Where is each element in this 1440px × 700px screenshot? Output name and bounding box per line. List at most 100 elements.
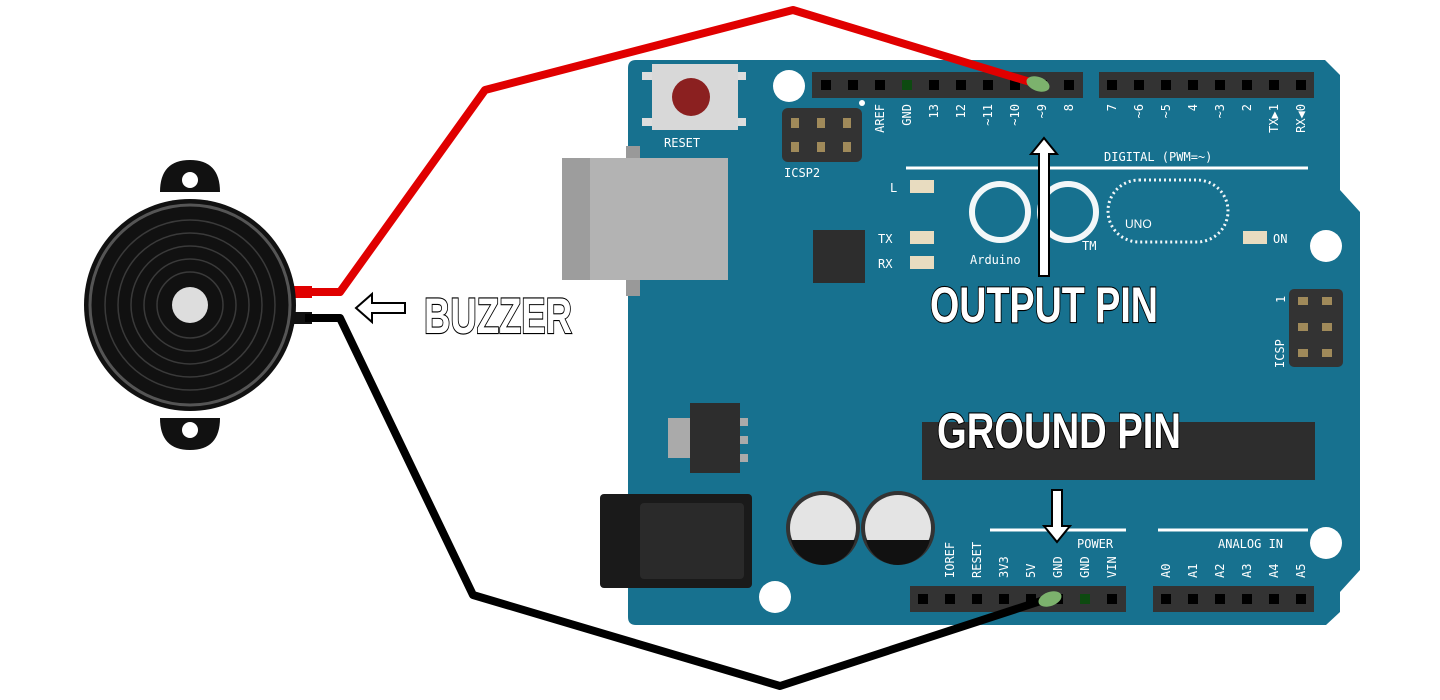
icsp-label: ICSP	[1273, 339, 1287, 368]
header-pin	[1269, 80, 1279, 90]
output-pin-annotation: OUTPUT PIN	[929, 136, 1159, 334]
header-pin	[821, 80, 831, 90]
pin-label: VIN	[1105, 556, 1119, 578]
header-pin	[1107, 594, 1117, 604]
ground-pin-label: GROUND PIN	[937, 403, 1181, 459]
analog-header	[1153, 586, 1314, 612]
power-label: POWER	[1077, 537, 1114, 551]
usb-chip	[813, 230, 865, 283]
mounting-hole	[1310, 527, 1342, 559]
header-pin	[929, 80, 939, 90]
pin-label: RX◀0	[1294, 104, 1308, 133]
header-pin	[945, 594, 955, 604]
ground-pin-annotation: GROUND PIN	[936, 402, 1182, 544]
buzzer-label: BUZZER	[424, 288, 572, 344]
voltage-regulator	[668, 403, 748, 473]
pin-label: 5V	[1024, 564, 1038, 578]
pin-label: A3	[1240, 564, 1254, 578]
pin-label: AREF	[873, 104, 887, 133]
signal-wire	[305, 6, 1042, 296]
output-pin-label: OUTPUT PIN	[930, 277, 1158, 333]
header-pin	[1161, 80, 1171, 90]
digital-header-b	[1099, 72, 1314, 98]
led-on: ON	[1243, 231, 1287, 246]
header-pin	[1242, 594, 1252, 604]
digital-label: DIGITAL (PWM=~)	[1104, 150, 1212, 164]
pin-label: 7	[1105, 104, 1119, 111]
header-pin	[1080, 594, 1090, 604]
board-pcb	[628, 60, 1360, 625]
header-pin	[983, 80, 993, 90]
buzzer-annotation: BUZZER	[354, 287, 573, 345]
header-pin	[1215, 80, 1225, 90]
reset-label: RESET	[664, 136, 700, 150]
analog-label: ANALOG IN	[1218, 537, 1283, 551]
pin-label: A1	[1186, 564, 1200, 578]
led-tx: TX	[878, 231, 934, 246]
mounting-hole	[759, 581, 791, 613]
icsp2-header: ICSP2	[782, 100, 865, 180]
usb-connector	[562, 146, 728, 296]
power-jack	[600, 494, 752, 588]
pin-label: A4	[1267, 564, 1281, 578]
pin-label: 13	[927, 104, 941, 118]
header-pin	[902, 80, 912, 90]
reset-button: RESET	[642, 64, 746, 150]
header-pin	[1296, 594, 1306, 604]
header-pin	[972, 594, 982, 604]
header-pin	[848, 80, 858, 90]
header-pin	[1134, 80, 1144, 90]
pin-label: ~11	[981, 104, 995, 126]
header-pin	[1242, 80, 1252, 90]
pin-label: 12	[954, 104, 968, 118]
led-on-label: ON	[1273, 232, 1287, 246]
header-pin	[1026, 594, 1036, 604]
pin-label: 3V3	[997, 556, 1011, 578]
pin-label: ~3	[1213, 104, 1227, 118]
logo-arduino: Arduino	[970, 253, 1021, 267]
ground-wire-end	[1038, 591, 1062, 607]
arrow-up-icon	[1028, 136, 1060, 277]
capacitor	[786, 491, 860, 565]
led-rx-label: RX	[878, 257, 893, 271]
pin-label: GND	[1051, 556, 1065, 578]
header-pin	[1107, 80, 1117, 90]
ground-wire	[305, 314, 1052, 690]
header-pin	[1269, 594, 1279, 604]
icsp-pin1-label: 1	[1274, 296, 1288, 303]
pin-label: RESET	[970, 542, 984, 578]
led-rx: RX	[878, 256, 934, 271]
pin-label: A2	[1213, 564, 1227, 578]
header-pin	[1296, 80, 1306, 90]
signal-wire-end	[1026, 76, 1050, 92]
piezo-buzzer	[84, 160, 312, 450]
led-l: L	[890, 180, 934, 195]
header-pin	[1161, 594, 1171, 604]
header-pin	[875, 80, 885, 90]
pin-label: ~10	[1008, 104, 1022, 126]
header-pin	[918, 594, 928, 604]
pin-label: 4	[1186, 104, 1200, 111]
pin-label: 8	[1062, 104, 1076, 111]
led-tx-label: TX	[878, 232, 893, 246]
capacitor	[861, 491, 935, 565]
pin-label: ~9	[1035, 104, 1049, 118]
header-pin	[999, 594, 1009, 604]
header-pin	[1010, 80, 1020, 90]
pin-label: 2	[1240, 104, 1254, 111]
header-pin	[1188, 594, 1198, 604]
mounting-hole	[1310, 230, 1342, 262]
logo-uno: UNO	[1125, 217, 1152, 231]
atmega-chip	[922, 422, 1315, 480]
pin-label: TX▶1	[1267, 104, 1281, 133]
header-pin	[1215, 594, 1225, 604]
mounting-hole	[773, 70, 805, 102]
logo-tm: TM	[1082, 239, 1096, 253]
pin-label: GND	[1078, 556, 1092, 578]
header-pin	[956, 80, 966, 90]
led-l-label: L	[890, 181, 897, 195]
pin-label: ~6	[1132, 104, 1146, 118]
pin-label: A5	[1294, 564, 1308, 578]
